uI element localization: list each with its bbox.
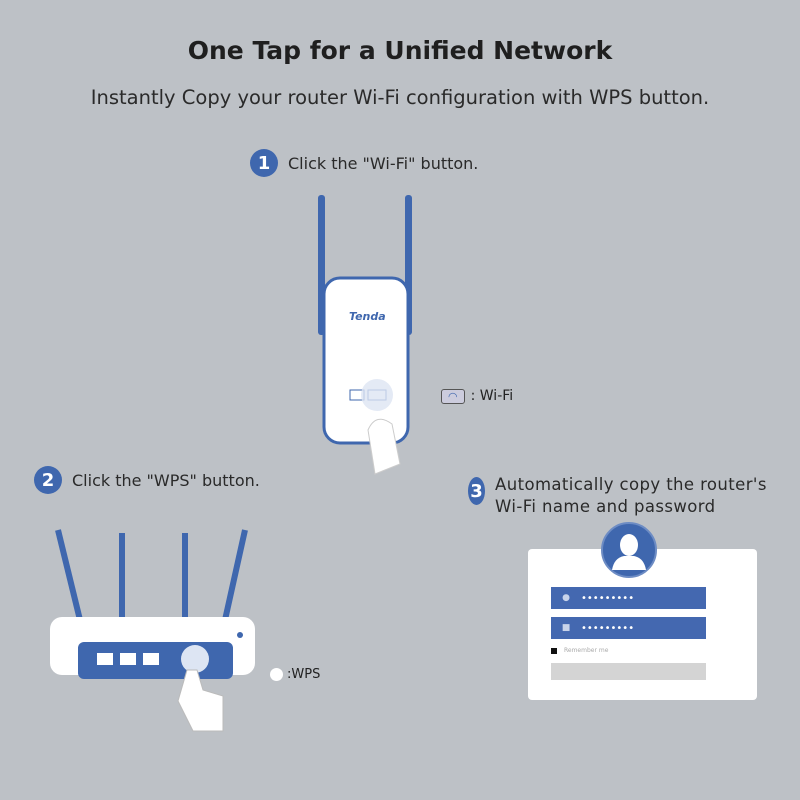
wifi-legend: ◠ : Wi-Fi xyxy=(441,388,513,404)
page-subtitle: Instantly Copy your router Wi-Fi configu… xyxy=(90,86,710,109)
wifi-legend-text: : Wi-Fi xyxy=(470,388,514,404)
avatar-icon xyxy=(601,522,657,578)
remember-checkbox[interactable] xyxy=(551,647,557,654)
lock-icon: ■ xyxy=(561,623,571,633)
step-1: 1 Click the "Wi-Fi" button. xyxy=(250,149,478,177)
user-icon: ● xyxy=(562,593,570,603)
wifi-icon: ◠ xyxy=(441,388,465,404)
range-extender-illustration xyxy=(318,195,412,475)
remember-label: Remember me xyxy=(564,647,609,654)
step-number: 2 xyxy=(34,466,62,494)
step-text: Click the "WPS" button. xyxy=(72,470,260,490)
page-title: One Tap for a Unified Network xyxy=(187,36,613,65)
wps-legend: :WPS xyxy=(270,667,320,682)
login-button[interactable] xyxy=(551,663,706,680)
step-text: Click the "Wi-Fi" button. xyxy=(288,153,479,173)
step-number: 1 xyxy=(250,149,278,177)
step-number: 3 xyxy=(468,477,486,505)
username-value: ••••••••• xyxy=(581,592,635,604)
username-field[interactable]: ● ••••••••• xyxy=(551,587,706,609)
router-illustration xyxy=(50,529,255,732)
password-field[interactable]: ■ ••••••••• xyxy=(551,617,706,639)
wps-button-icon xyxy=(270,668,283,681)
step-3: 3 Automatically copy the router's Wi-Fi … xyxy=(468,474,798,518)
wps-legend-text: :WPS xyxy=(287,667,321,682)
brand-logo: Tenda xyxy=(349,310,386,323)
step-text: Automatically copy the router's Wi-Fi na… xyxy=(495,475,767,516)
password-value: ••••••••• xyxy=(581,622,635,634)
remember-row: Remember me xyxy=(551,647,608,654)
step-2: 2 Click the "WPS" button. xyxy=(34,466,260,494)
